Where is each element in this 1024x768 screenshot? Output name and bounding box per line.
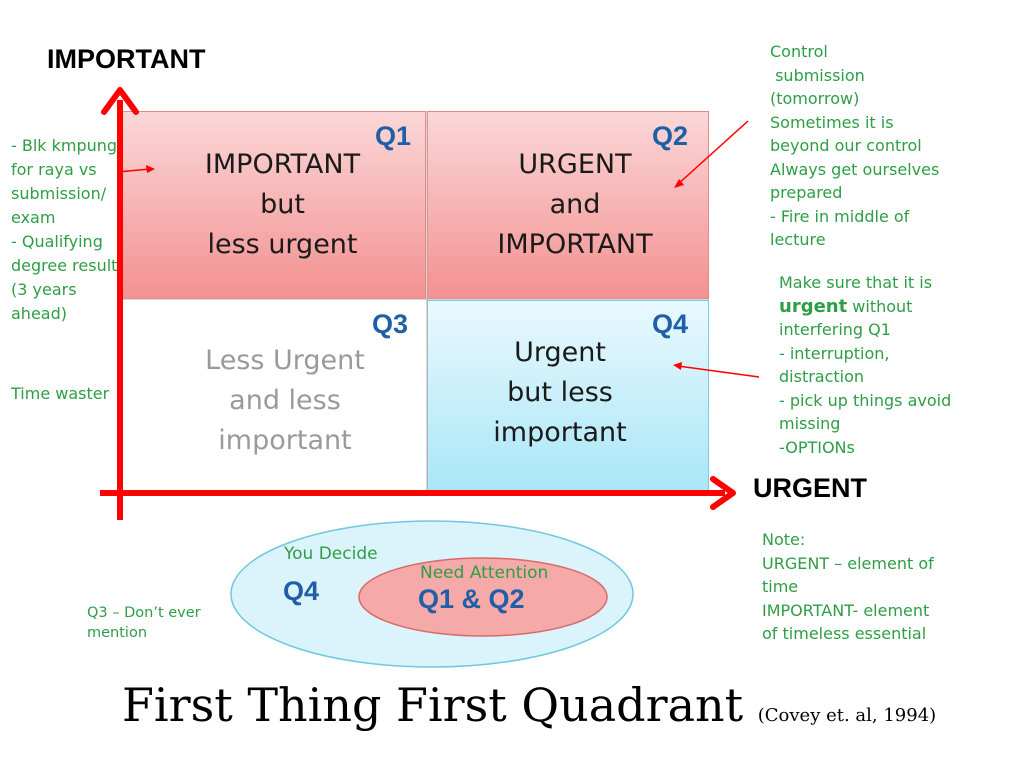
quadrant-text-q4: Urgent but less important bbox=[493, 337, 627, 448]
page-title: First Thing First Quadrant (Covey et. al… bbox=[122, 678, 937, 732]
pointer-arrow-q1 bbox=[117, 168, 151, 173]
venn-outer-label: Q4 bbox=[283, 576, 320, 606]
venn-inner-caption: Need Attention bbox=[420, 563, 549, 583]
quadrant-text-q1: IMPORTANT but less urgent bbox=[204, 149, 361, 260]
venn-inner-label: Q1 & Q2 bbox=[418, 584, 525, 614]
y-axis-title: IMPORTANT bbox=[47, 44, 206, 74]
quadrant-q1 bbox=[121, 111, 426, 299]
urgent-emphasis: urgent bbox=[779, 295, 848, 317]
quadrant-label-q2: Q2 bbox=[652, 121, 689, 151]
venn-outer-caption: You Decide bbox=[284, 544, 378, 564]
citation: (Covey et. al, 1994) bbox=[757, 705, 937, 726]
x-axis-title: URGENT bbox=[753, 473, 867, 503]
note-right-q2: Control submission(tomorrow)Sometimes it… bbox=[770, 42, 940, 249]
quadrant-text-q3: Less Urgent and less important bbox=[205, 345, 365, 456]
quadrant-text-q2: URGENT and IMPORTANT bbox=[497, 149, 653, 260]
venn-inner-ellipse bbox=[358, 557, 608, 637]
quadrant-label-q4: Q4 bbox=[652, 309, 689, 339]
quadrant-q2 bbox=[427, 111, 709, 299]
y-axis-arrowhead bbox=[101, 87, 139, 115]
pointer-arrow-q4 bbox=[677, 365, 760, 378]
note-left-q3: Time waster bbox=[11, 384, 110, 403]
quadrant-q3 bbox=[121, 300, 426, 493]
quadrant-q4 bbox=[427, 300, 709, 493]
quadrant-label-q3: Q3 bbox=[372, 309, 409, 339]
quadrant-label-q1: Q1 bbox=[375, 121, 412, 151]
pointer-arrow-q2 bbox=[676, 120, 749, 186]
x-axis-arrowhead bbox=[710, 476, 736, 510]
